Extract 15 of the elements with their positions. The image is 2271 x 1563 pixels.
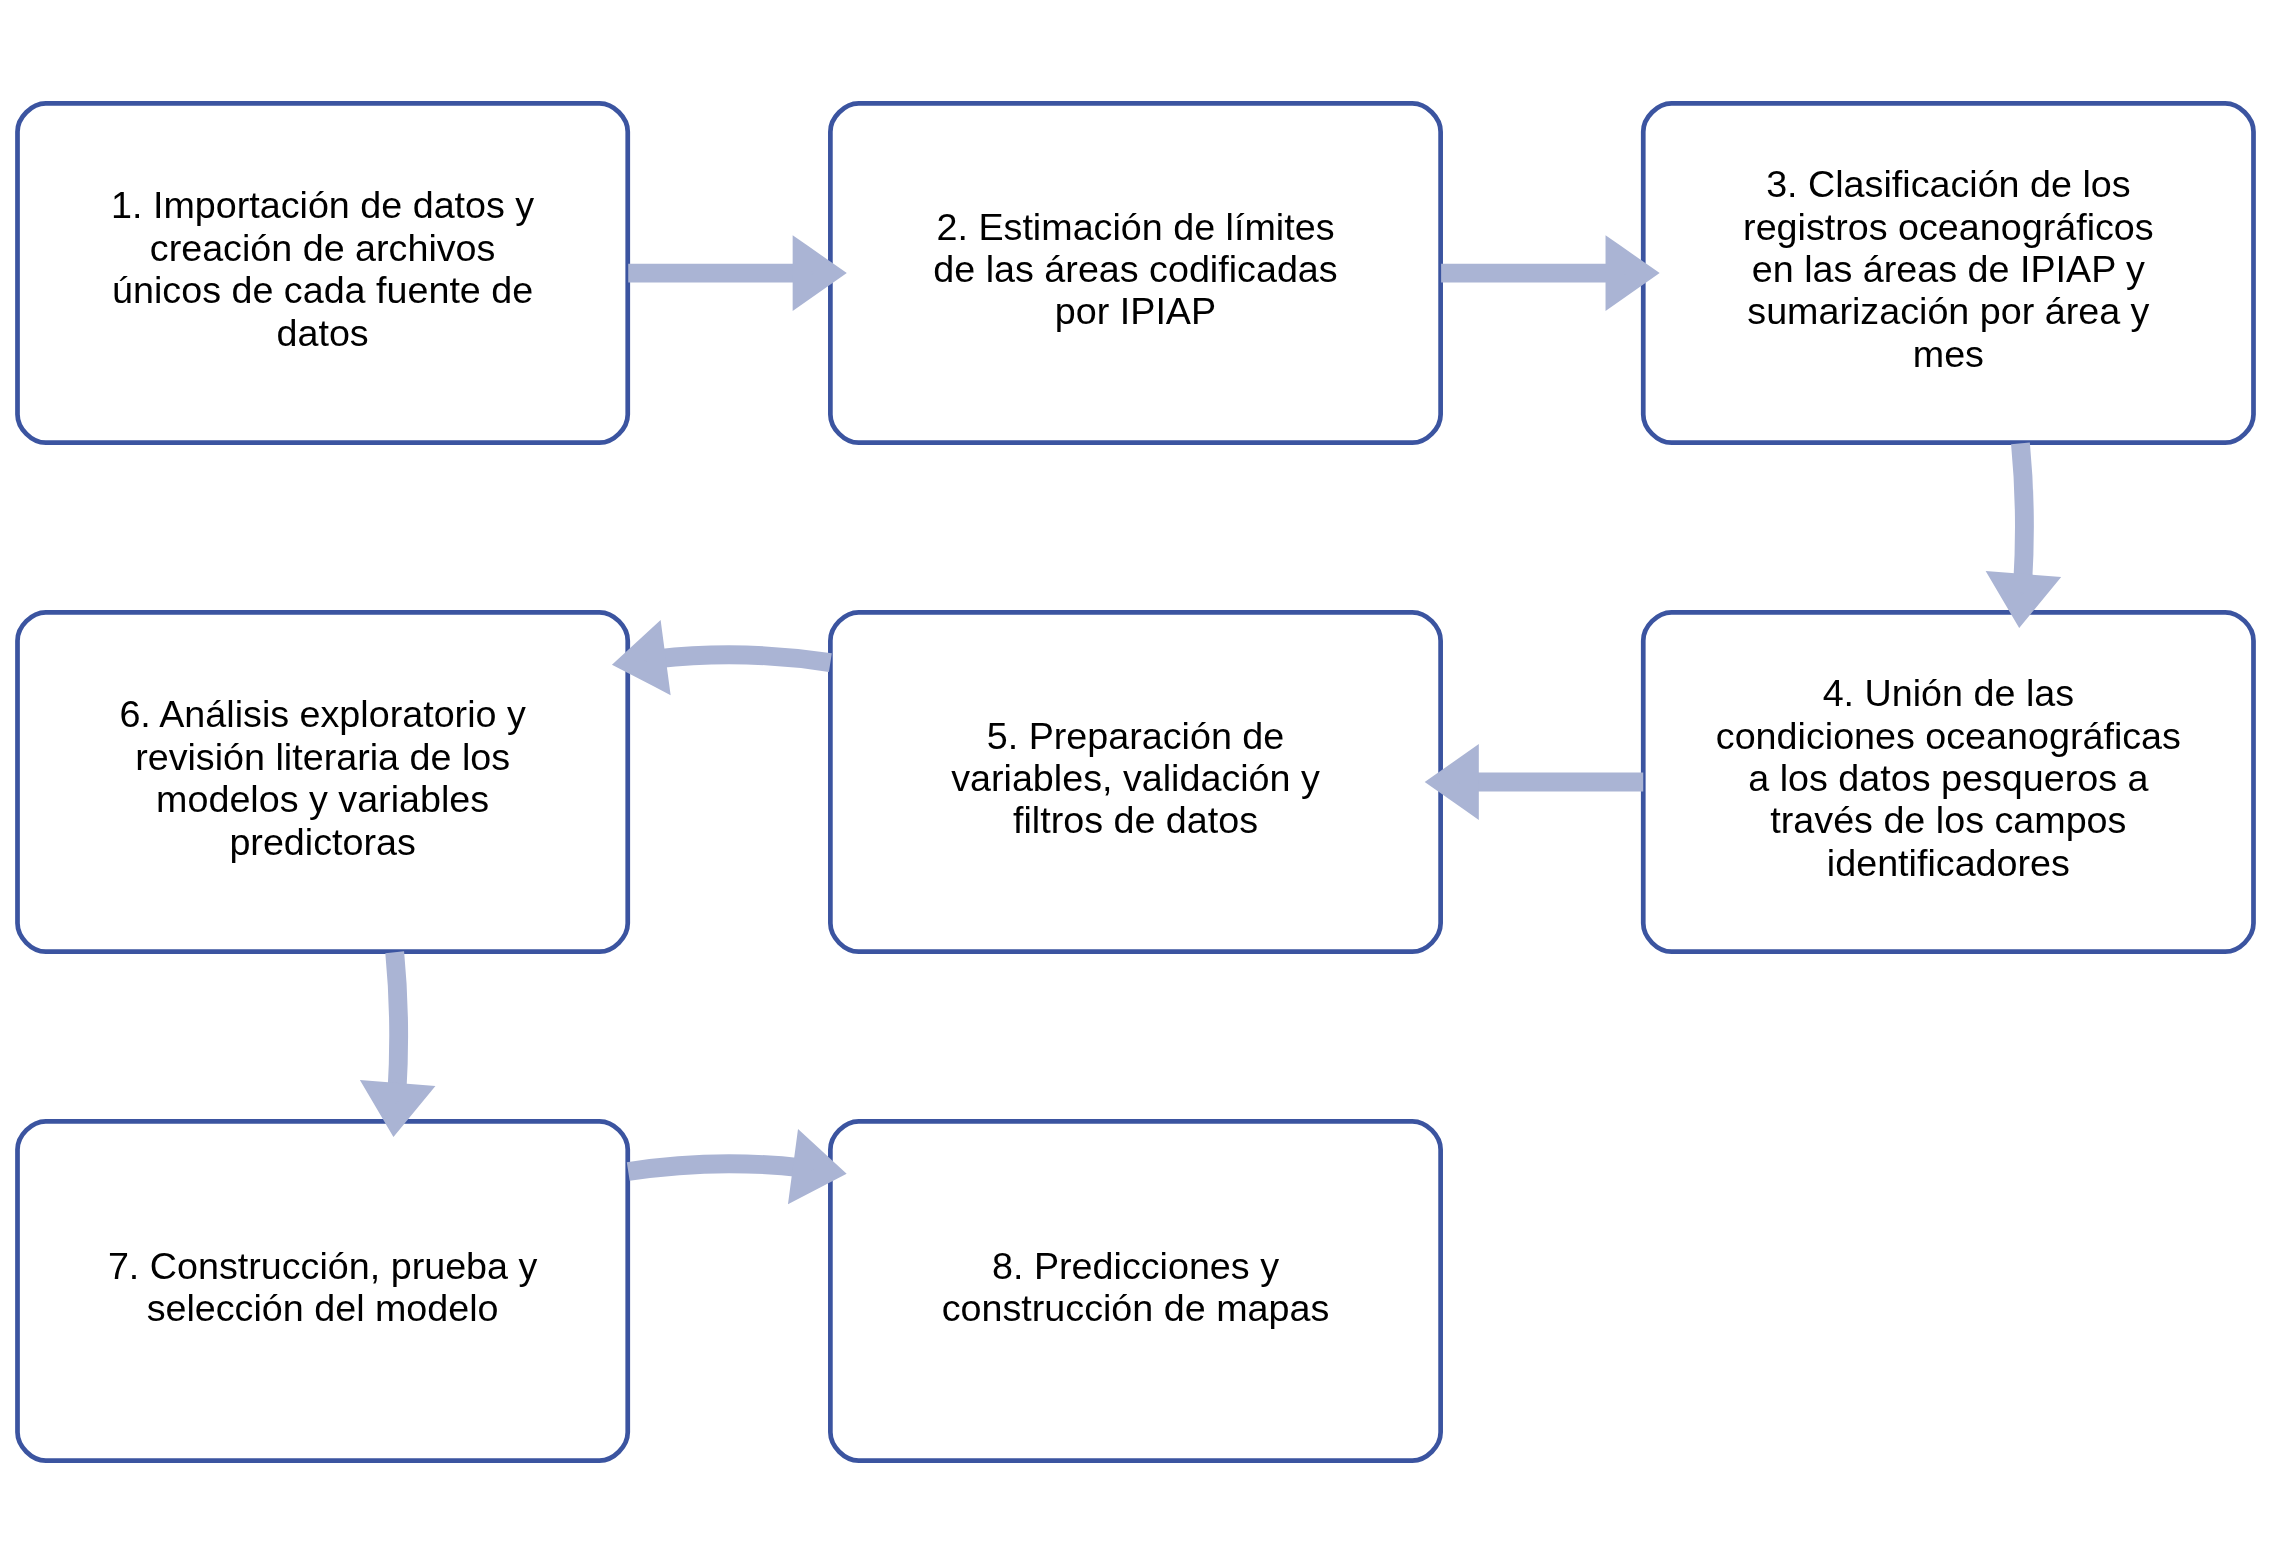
node-box: 3. Clasificación de los registros oceanográficos en las áreas de IPIAP y sumarización por área y mes — [1640, 100, 2256, 445]
node-box: 1. Importación de datos y creación de archivos únicos de cada fuente de datos — [15, 100, 631, 445]
arrow — [1441, 234, 1660, 311]
node-box: 7. Construcción, prueba y selección del modelo — [15, 1118, 631, 1463]
arrow — [611, 619, 832, 695]
node-box: 6. Análisis exploratorio y revisión literaria de los modelos y variables predictoras — [15, 609, 631, 954]
arrow — [626, 1128, 847, 1204]
arrow — [1985, 441, 2062, 628]
node-box: 2. Estimación de límites de las áreas codificadas por IPIAP — [828, 100, 1443, 445]
node-box: 4. Unión de las condiciones oceanográficas a los datos pesqueros a través de los campos identificadores — [1640, 609, 2256, 954]
arrow — [359, 950, 436, 1137]
node-box: 8. Predicciones y construcción de mapas — [828, 1118, 1443, 1463]
node-box: 5. Preparación de variables, validación y filtros de datos — [828, 609, 1443, 954]
arrow — [628, 234, 847, 311]
arrow — [1424, 743, 1644, 820]
